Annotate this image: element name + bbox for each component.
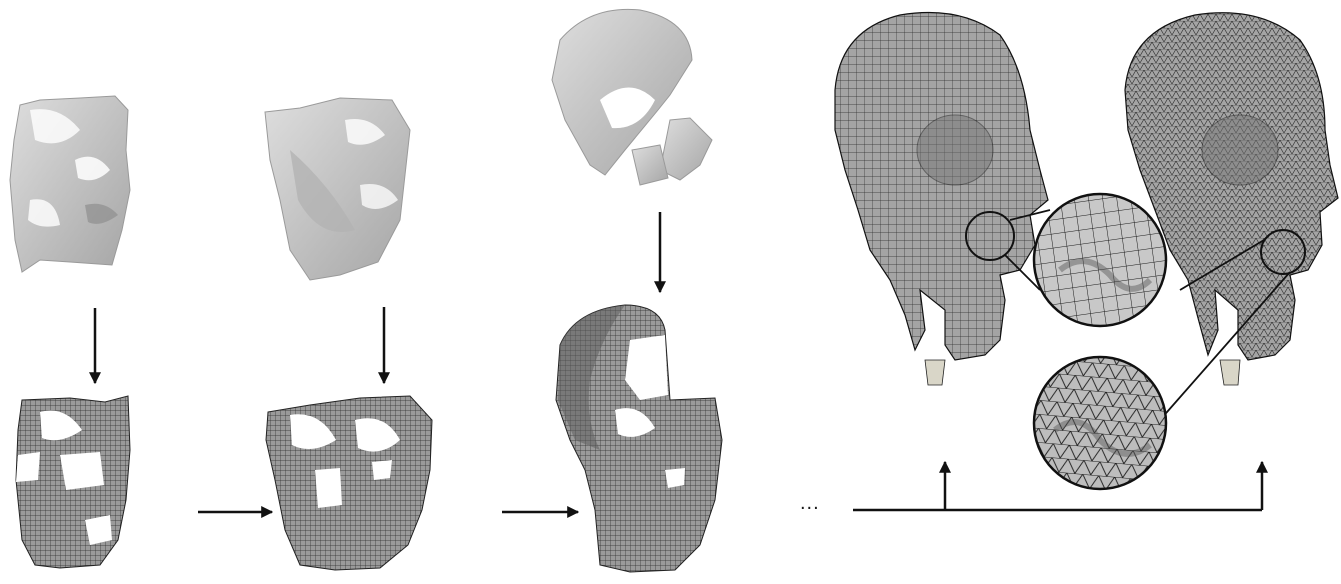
- stage-1-mesh: [16, 396, 130, 568]
- stage-3-mesh: [556, 305, 722, 572]
- continuation-ellipsis: ...: [800, 492, 820, 515]
- final-quad-mesh: [835, 13, 1048, 386]
- stage-2-mesh: [266, 396, 432, 570]
- tri-zoom-detail: [1034, 357, 1166, 489]
- stage-3-scan: [552, 9, 712, 185]
- quad-zoom-detail: [1034, 194, 1166, 326]
- stage-1-scan: [10, 96, 130, 272]
- stage-2-scan: [265, 98, 410, 280]
- final-tri-mesh: [1125, 13, 1338, 385]
